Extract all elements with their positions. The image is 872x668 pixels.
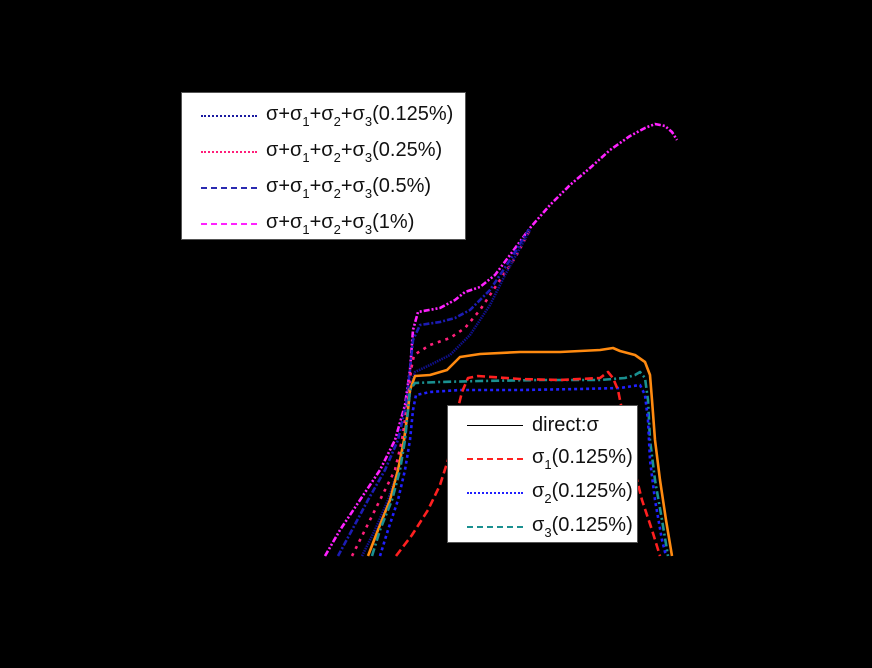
legend-line-swatch-icon: [201, 223, 257, 225]
legend-component-series: direct:σ σ1(0.125%) σ2(0.125%) σ3(0.125%): [447, 405, 638, 543]
legend-label: σ+σ1+σ2+σ3(0.25%): [266, 139, 443, 165]
legend-entry: σ2(0.125%): [448, 476, 633, 510]
legend-label: σ1(0.125%): [532, 446, 633, 472]
series-line-3: [360, 229, 532, 557]
series-line-0: [323, 122, 679, 557]
legend-sum-series: σ+σ1+σ2+σ3(0.125%) σ+σ1+σ2+σ3(0.25%) σ+σ1+…: [181, 92, 466, 240]
legend-label: σ+σ1+σ2+σ3(0.5%): [266, 175, 432, 201]
legend-label: σ2(0.125%): [532, 480, 633, 506]
legend-entry: σ+σ1+σ2+σ3(0.5%): [182, 171, 431, 205]
legend-line-swatch-icon: [201, 151, 257, 153]
legend-line-swatch-icon: [467, 526, 523, 528]
legend-entry: σ1(0.125%): [448, 442, 633, 476]
legend-entry: σ+σ1+σ2+σ3(0.25%): [182, 135, 442, 169]
legend-label: σ+σ1+σ2+σ3(0.125%): [266, 103, 454, 129]
series-line-2: [350, 229, 532, 557]
legend-entry: σ+σ1+σ2+σ3(1%): [182, 207, 414, 241]
legend-line-swatch-icon: [467, 492, 523, 494]
series-line-1: [336, 227, 532, 557]
legend-line-swatch-icon: [467, 424, 523, 426]
legend-line-swatch-icon: [201, 187, 257, 189]
legend-entry: σ3(0.125%): [448, 510, 633, 544]
legend-entry: direct:σ: [448, 408, 599, 442]
series-line-4: [366, 346, 674, 557]
legend-label: direct:σ: [532, 413, 599, 436]
legend-line-swatch-icon: [201, 115, 257, 117]
legend-line-swatch-icon: [467, 458, 523, 460]
legend-label: σ+σ1+σ2+σ3(1%): [266, 211, 415, 237]
legend-entry: σ+σ1+σ2+σ3(0.125%): [182, 99, 453, 133]
legend-label: σ3(0.125%): [532, 514, 633, 540]
